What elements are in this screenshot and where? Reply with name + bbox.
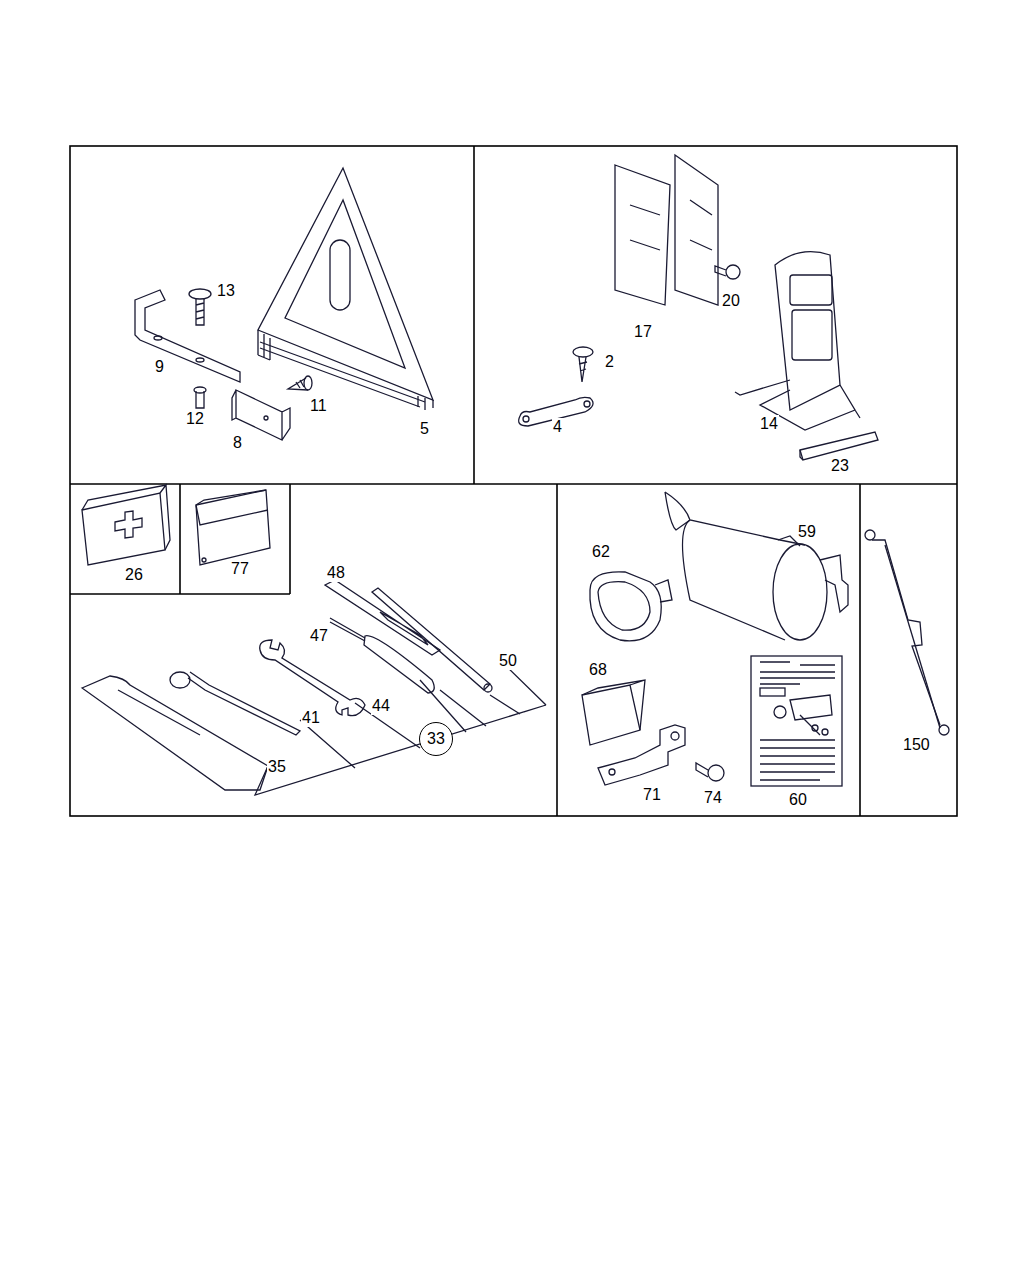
callout-number: 9 xyxy=(154,358,165,376)
callout-number: 8 xyxy=(232,434,243,452)
callout-number: 50 xyxy=(498,652,518,670)
tool-leader-lines xyxy=(300,660,546,768)
bracket-71 xyxy=(598,725,685,785)
callout-number: 33 xyxy=(427,730,445,748)
spanner-44 xyxy=(260,640,365,716)
callout-number: 59 xyxy=(797,523,817,541)
panel-frames xyxy=(70,146,957,816)
screw-13 xyxy=(189,289,211,325)
callout-number: 23 xyxy=(830,457,850,475)
screw-74 xyxy=(696,763,724,781)
clip-8 xyxy=(232,390,290,440)
callout-number: 5 xyxy=(419,420,430,438)
warning-triangle xyxy=(258,168,433,410)
callout-number: 48 xyxy=(326,564,346,582)
compressor-bottle-59 xyxy=(665,492,848,640)
callout-number: 41 xyxy=(301,709,321,727)
callout-number: 44 xyxy=(371,697,391,715)
screwdriver-47 xyxy=(330,618,434,693)
box-68 xyxy=(582,680,645,745)
pouch-77 xyxy=(196,490,270,565)
callout-number: 20 xyxy=(721,292,741,310)
callout-number: 13 xyxy=(216,282,236,300)
clamp-ring-62 xyxy=(590,572,672,641)
callout-number: 60 xyxy=(788,791,808,809)
rivet-12 xyxy=(194,387,206,408)
screw-2 xyxy=(573,347,593,382)
callout-number: 4 xyxy=(552,418,563,436)
tool-roll-35 xyxy=(82,676,546,795)
screw-20 xyxy=(715,265,740,279)
callout-number: 17 xyxy=(633,323,653,341)
rod-50 xyxy=(372,588,492,692)
screw-11 xyxy=(288,376,312,390)
callout-number: 74 xyxy=(703,789,723,807)
callout-number: 2 xyxy=(604,353,615,371)
callout-number: 150 xyxy=(902,736,931,754)
jack-rod-150 xyxy=(865,530,949,735)
callout-number: 62 xyxy=(591,543,611,561)
callout-number: 26 xyxy=(124,566,144,584)
warning-lamp-14 xyxy=(735,252,860,430)
callout-number: 77 xyxy=(230,560,250,578)
callout-number: 35 xyxy=(267,758,287,776)
callout-number: 14 xyxy=(759,415,779,433)
bar-23 xyxy=(800,432,878,460)
callout-number: 71 xyxy=(642,786,662,804)
callout-number: 47 xyxy=(309,627,329,645)
callout-number: 12 xyxy=(185,410,205,428)
holder-plates-17 xyxy=(615,155,718,305)
callout-number: 68 xyxy=(588,661,608,679)
callout-circle: 33 xyxy=(419,722,453,756)
first-aid-kit-26 xyxy=(82,485,170,565)
bracket-9 xyxy=(135,290,240,382)
callout-number: 11 xyxy=(309,397,328,415)
wheel-wrench-41 xyxy=(170,672,300,735)
info-card-60 xyxy=(751,656,842,786)
